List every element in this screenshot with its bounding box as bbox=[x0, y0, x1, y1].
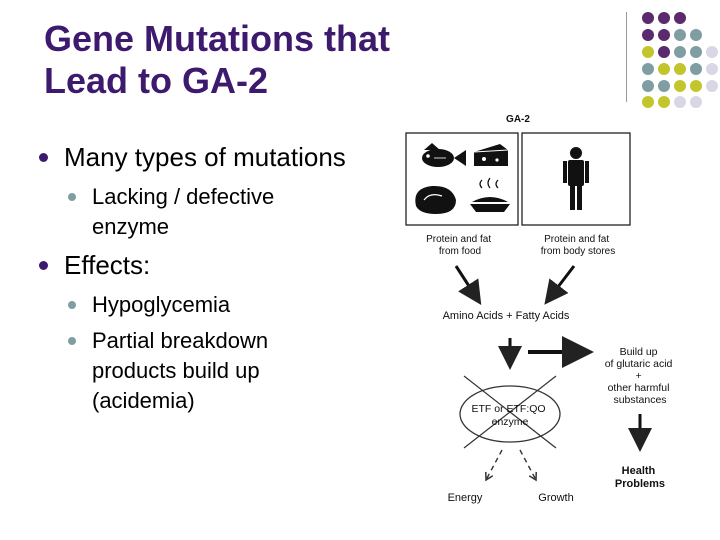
dot bbox=[706, 63, 718, 75]
buildup-label: Build up of glutaric acid + other harmfu… bbox=[605, 346, 676, 406]
dot bbox=[690, 29, 702, 41]
dot bbox=[674, 46, 686, 58]
fish-icon bbox=[422, 143, 466, 167]
decorative-dot-grid bbox=[640, 10, 720, 108]
dot bbox=[674, 12, 686, 24]
dot bbox=[674, 29, 686, 41]
title-line-1: Gene Mutations that bbox=[44, 18, 391, 59]
dot bbox=[658, 29, 670, 41]
dot bbox=[690, 80, 702, 92]
dot bbox=[674, 96, 686, 108]
enzyme-label-line: ETF or ETF:QO bbox=[471, 403, 545, 415]
buildup-label-line: of glutaric acid bbox=[605, 358, 673, 370]
dot bbox=[674, 63, 686, 75]
health-label: Health Problems bbox=[615, 465, 665, 490]
sub-bullet-item: Partial breakdown products build up (aci… bbox=[38, 326, 398, 416]
sub-bullet-line: enzyme bbox=[92, 214, 170, 239]
title-divider bbox=[626, 12, 627, 102]
dot bbox=[642, 96, 654, 108]
dot bbox=[706, 46, 718, 58]
enzyme-label: ETF or ETF:QO enzyme bbox=[471, 403, 548, 428]
dot bbox=[690, 63, 702, 75]
food-label-line: from food bbox=[439, 246, 481, 257]
dot bbox=[658, 46, 670, 58]
dot bbox=[658, 96, 670, 108]
enzyme-label-line: enzyme bbox=[492, 416, 529, 428]
sub-bullet-line: (acidemia) bbox=[92, 388, 195, 413]
person-icon bbox=[563, 147, 589, 210]
dot bbox=[674, 80, 686, 92]
slide-title: Gene Mutations that Lead to GA-2 bbox=[44, 18, 564, 102]
bullet-item: Many types of mutations bbox=[38, 140, 398, 174]
sub-bullet-item: Lacking / defective enzyme bbox=[38, 182, 398, 242]
figure-title: GA-2 bbox=[506, 114, 530, 125]
dot bbox=[642, 46, 654, 58]
growth-label: Growth bbox=[538, 492, 573, 504]
health-label-line: Problems bbox=[615, 478, 665, 490]
body-label-line: Protein and fat bbox=[544, 234, 609, 245]
health-label-line: Health bbox=[622, 465, 656, 477]
body-label-line: from body stores bbox=[541, 246, 615, 257]
dot bbox=[690, 46, 702, 58]
arrow-to-energy bbox=[485, 449, 503, 482]
pie-icon bbox=[470, 177, 510, 212]
dot bbox=[658, 63, 670, 75]
buildup-label-line: Build up bbox=[620, 346, 658, 358]
enzyme-ellipse bbox=[459, 385, 561, 443]
cheese-icon bbox=[473, 144, 509, 166]
food-label: Protein and fat from food bbox=[426, 234, 494, 257]
dot bbox=[658, 12, 670, 24]
dot bbox=[690, 96, 702, 108]
bullet-item: Effects: bbox=[38, 248, 398, 282]
sub-bullet-line: Hypoglycemia bbox=[92, 292, 231, 317]
energy-label: Energy bbox=[448, 492, 483, 504]
enzyme-cross-line bbox=[463, 375, 557, 449]
buildup-label-line: + bbox=[635, 370, 641, 382]
dot bbox=[642, 29, 654, 41]
sub-bullet-item: Hypoglycemia bbox=[38, 290, 398, 320]
sub-bullet-line: Partial breakdown bbox=[92, 328, 269, 353]
ga2-pathway-diagram: GA-2 bbox=[398, 108, 698, 518]
arrow-food-to-amino bbox=[454, 265, 482, 306]
meat-icon bbox=[415, 185, 456, 214]
dot bbox=[658, 80, 670, 92]
bullet-list: Many types of mutations Lacking / defect… bbox=[38, 140, 398, 422]
sub-bullet-line: products build up bbox=[92, 358, 260, 383]
body-label: Protein and fat from body stores bbox=[541, 234, 615, 257]
dot bbox=[706, 80, 718, 92]
arrow-to-growth bbox=[519, 449, 537, 482]
title-line-2: Lead to GA-2 bbox=[44, 60, 269, 101]
sub-bullet-line: Lacking / defective bbox=[92, 184, 275, 209]
arrow-body-to-amino bbox=[544, 265, 576, 305]
buildup-label-line: substances bbox=[613, 394, 666, 406]
food-label-line: Protein and fat bbox=[426, 234, 491, 245]
dot bbox=[642, 80, 654, 92]
amino-label: Amino Acids + Fatty Acids bbox=[443, 310, 570, 322]
dot bbox=[642, 12, 654, 24]
buildup-label-line: other harmful bbox=[608, 382, 670, 394]
dot bbox=[642, 63, 654, 75]
